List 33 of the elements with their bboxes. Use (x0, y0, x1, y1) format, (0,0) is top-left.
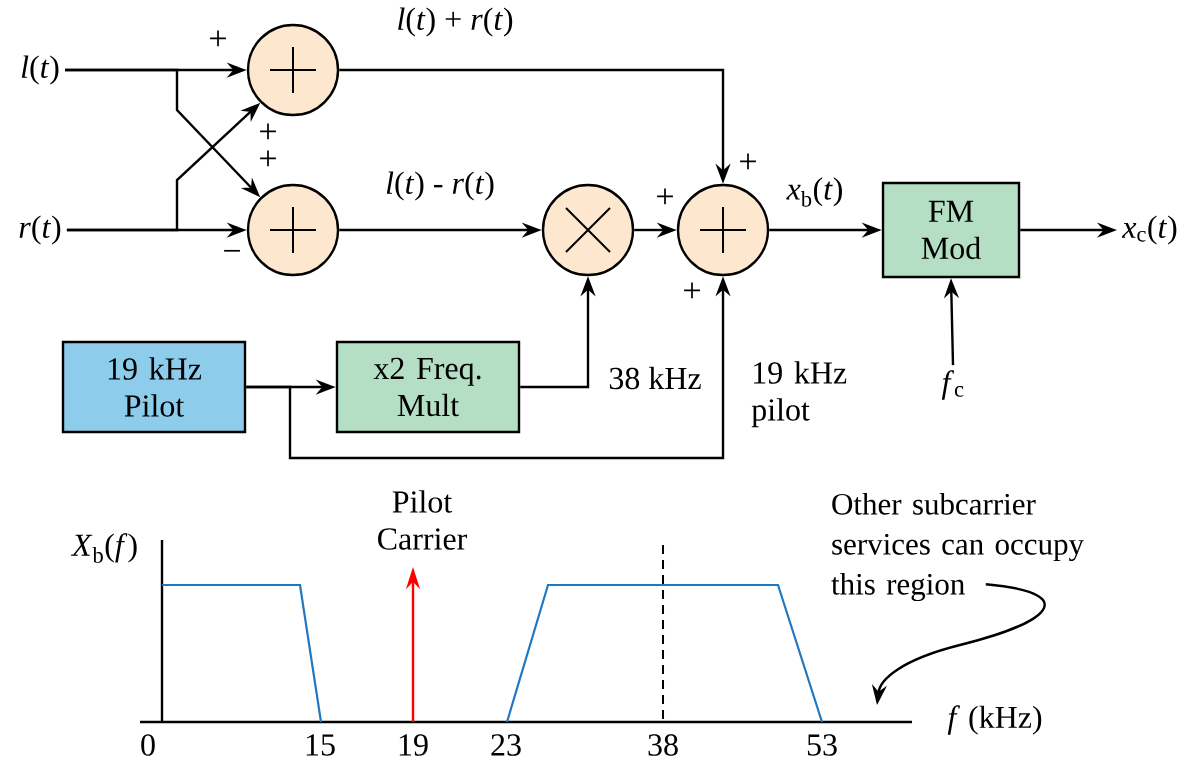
tick-label: 0 (141, 734, 155, 756)
annotation-text: Pilot Carrier (378, 490, 468, 550)
signal-label: l(t) (21, 55, 59, 85)
summing-junction (246, 183, 340, 277)
tick-label: 53 (807, 734, 837, 756)
process-box: x2 Freq. Mult (335, 340, 521, 434)
axis-label: f (kHz) (947, 705, 1042, 735)
summing-junction (246, 23, 340, 117)
tick-label: 15 (306, 734, 335, 756)
tick-label: 23 (491, 734, 521, 756)
axis-label: X$_{b}$(f) (70, 533, 137, 563)
signal-label: x$_{c}$(t) (1121, 215, 1177, 245)
signal-label: f$_{c}$ (941, 370, 964, 400)
sign-label: + (260, 123, 276, 140)
edge-label: l(t) - r(t) (386, 171, 494, 201)
process-box: 19 kHz Pilot (61, 340, 247, 434)
edge-label: l(t) + r(t) (398, 7, 513, 37)
process-box: FM Mod (881, 181, 1021, 279)
summing-junction (676, 183, 770, 277)
sign-label: − (224, 249, 240, 252)
tick-label: 38 (648, 734, 678, 756)
multiplier-circle (541, 183, 635, 277)
sign-label: + (740, 153, 756, 170)
edge-label: 38 kHz (609, 366, 701, 390)
sign-label: + (657, 188, 673, 205)
sign-label: + (210, 30, 226, 47)
edge-label: 19 kHz pilot (751, 361, 847, 428)
edge-label: x$_{b}$(t) (786, 177, 842, 207)
tick-label: 19 (399, 734, 428, 756)
sign-label: + (260, 150, 276, 167)
signal-label: r(t) (19, 215, 61, 245)
annotation-text: Other subcarrier services can occupy this region (831, 492, 1084, 602)
sign-label: + (684, 282, 700, 299)
